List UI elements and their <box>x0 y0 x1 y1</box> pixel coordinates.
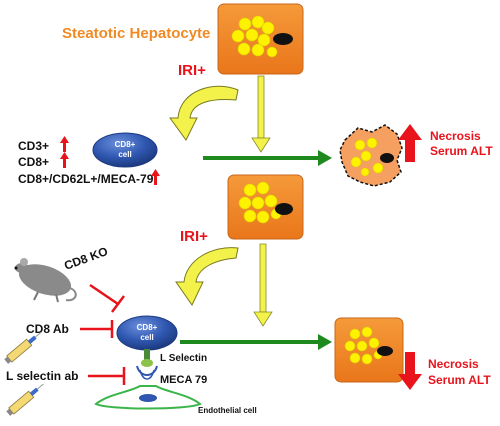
serum-alt-label-bottom: Serum ALT <box>428 373 491 387</box>
syringe-icon <box>4 331 42 364</box>
necrosis-label-top: Necrosis <box>430 129 481 143</box>
diagram-title: Steatotic Hepatocyte <box>62 25 210 42</box>
down-arrow-icon <box>398 352 422 390</box>
l-selectin-label: L Selectin <box>160 353 207 364</box>
curved-arrow-bottom <box>175 247 239 306</box>
fat-droplets-top <box>231 15 278 58</box>
yellow-down-arrow-bottom <box>253 243 273 327</box>
necrosis-label-bottom: Necrosis <box>428 357 479 371</box>
green-arrow-bottom <box>180 334 332 350</box>
endothelial-cell <box>94 385 202 410</box>
up-arrow-icon <box>60 152 69 168</box>
cd8-cell-top: CD8+ cell <box>92 132 158 168</box>
serum-alt-label-top: Serum ALT <box>430 144 493 158</box>
cd8-cell-bottom-label-2: cell <box>140 333 153 342</box>
l-selectin-ab-label: L selectin ab <box>6 369 78 383</box>
l-selectin-receptor <box>136 349 158 380</box>
yellow-down-arrow-top <box>251 75 271 153</box>
iri-label-top: IRI+ <box>178 62 206 79</box>
meca79-label: MECA 79 <box>160 374 207 386</box>
nucleus-top <box>273 33 293 45</box>
up-arrow-icon <box>151 169 160 185</box>
cd8-cd62l-meca79-label: CD8+/CD62L+/MECA-79 <box>18 172 154 186</box>
syringe-icon <box>6 383 44 416</box>
cd8-ab-label: CD8 Ab <box>26 322 69 336</box>
cd3-label: CD3+ <box>18 139 49 153</box>
cd8-cell-top-label-1: CD8+ <box>115 140 136 149</box>
cd8-cell-top-label-2: cell <box>118 150 131 159</box>
cd8-cell-bottom: CD8+ cell <box>116 315 178 351</box>
cd8-label: CD8+ <box>18 155 49 169</box>
necrotic-hepatocyte <box>339 124 403 187</box>
endothelial-label: Endothelial cell <box>198 406 257 415</box>
mouse-icon <box>14 258 77 303</box>
cd8-ko-label: CD8 KO <box>62 244 109 273</box>
up-arrow-icon <box>398 124 422 162</box>
inhibition-bar-icon <box>88 367 126 385</box>
green-arrow-top <box>203 150 332 166</box>
hepatocyte-middle <box>227 174 304 240</box>
inhibition-bar-icon <box>80 320 114 338</box>
hepatocyte-bottom <box>334 317 404 383</box>
curved-arrow-top <box>169 85 239 141</box>
inhibition-bar-icon <box>89 283 125 313</box>
cd8-cell-bottom-label-1: CD8+ <box>137 323 158 332</box>
hepatocyte-top <box>217 3 304 75</box>
up-arrow-icon <box>60 136 69 152</box>
iri-label-bottom: IRI+ <box>180 228 208 245</box>
